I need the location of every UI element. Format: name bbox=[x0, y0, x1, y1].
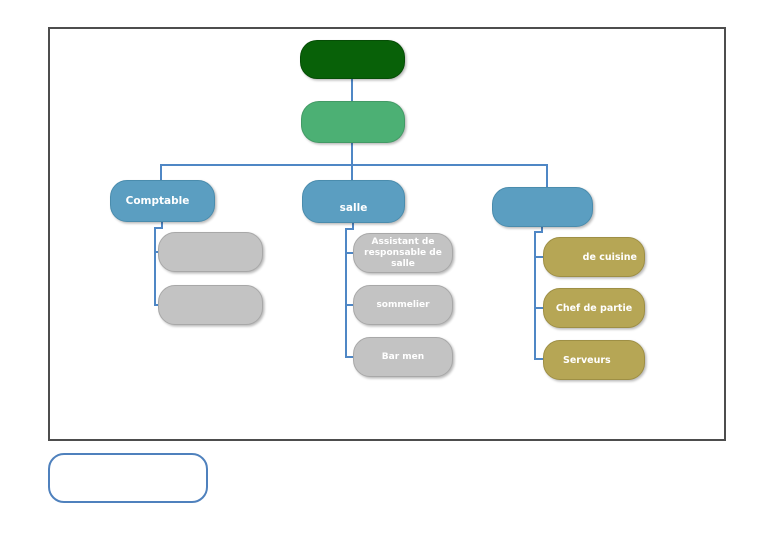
org-node-comptable-child-2[interactable] bbox=[158, 285, 263, 325]
connector-branch3-hang bbox=[534, 231, 536, 360]
org-node-comptable-child-1[interactable] bbox=[158, 232, 263, 272]
connector-drop-branch3 bbox=[546, 164, 548, 187]
connector-branch3-hang bbox=[534, 231, 543, 233]
org-node-root[interactable] bbox=[300, 40, 405, 79]
connector-branch1-hang bbox=[161, 222, 163, 229]
org-node-label: sommelier bbox=[376, 299, 430, 310]
connector-branch2-stub bbox=[345, 252, 353, 254]
connector-horizontal-bus bbox=[160, 164, 548, 166]
org-node-label: Serveurs bbox=[563, 354, 611, 366]
org-node-branch3[interactable] bbox=[492, 187, 593, 227]
org-node-salle-label: salle bbox=[339, 202, 368, 214]
org-node-label: de cuisine bbox=[582, 251, 637, 263]
org-node-comptable[interactable]: Comptable bbox=[110, 180, 215, 222]
org-node-label: Chef de partie bbox=[555, 302, 633, 314]
org-node-assistant-responsable-salle[interactable]: Assistant de responsable de salle bbox=[353, 233, 453, 273]
org-node-salle[interactable]: salle bbox=[302, 180, 405, 223]
connector-branch2-hang bbox=[352, 223, 354, 230]
connector-branch1-hang bbox=[154, 227, 156, 306]
org-node-label: Bar men bbox=[381, 351, 425, 362]
org-node-de-cuisine[interactable]: de cuisine bbox=[543, 237, 645, 277]
connector-drop-branch2 bbox=[351, 164, 353, 180]
connector-branch1-stub bbox=[154, 304, 160, 306]
connector-root-to-level2 bbox=[351, 79, 353, 101]
connector-branch2-stub bbox=[345, 304, 353, 306]
connector-drop-branch1 bbox=[160, 164, 162, 180]
connector-branch1-hang bbox=[154, 227, 163, 229]
connector-branch3-stub bbox=[534, 256, 543, 258]
org-node-sommelier[interactable]: sommelier bbox=[353, 285, 453, 325]
org-node-level2[interactable] bbox=[301, 101, 405, 143]
connector-branch1-stub bbox=[154, 251, 160, 253]
org-node-comptable-label: Comptable bbox=[125, 195, 190, 207]
connector-branch2-hang bbox=[345, 228, 347, 358]
connector-level2-down bbox=[351, 143, 353, 164]
connector-branch3-stub bbox=[534, 358, 543, 360]
connector-branch3-stub bbox=[534, 307, 543, 309]
org-node-serveurs[interactable]: Serveurs bbox=[543, 340, 645, 380]
empty-rounded-shape[interactable] bbox=[48, 453, 208, 503]
org-node-chef-de-partie[interactable]: Chef de partie bbox=[543, 288, 645, 328]
connector-branch2-hang bbox=[345, 228, 354, 230]
org-node-label: Assistant de responsable de salle bbox=[364, 236, 442, 269]
org-node-bar-men[interactable]: Bar men bbox=[353, 337, 453, 377]
connector-branch2-stub bbox=[345, 356, 353, 358]
connector-branch3-hang bbox=[541, 227, 543, 233]
